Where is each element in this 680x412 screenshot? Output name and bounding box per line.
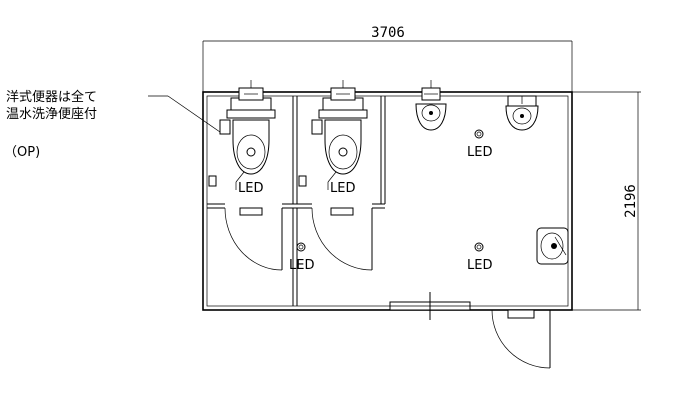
led-light-main: LED [467,242,492,273]
width-dimension: 3706 [202,25,573,92]
urinal-2 [505,95,539,131]
led-label-toilet-2: LED [330,181,355,196]
interior-partitions [207,96,386,306]
led-label-urinal-area: LED [467,145,492,160]
led-label-vestibule-1: LED [289,258,314,273]
stall-door-1 [224,207,283,271]
led-label-main: LED [467,258,492,273]
led-light-urinal-area: LED [467,129,492,160]
depth-dimension-text: 2196 [623,184,639,218]
toilet-stall-2: LED [298,80,368,196]
width-dimension-text: 3706 [371,25,405,41]
note-leader [148,95,221,133]
led-label-toilet-1: LED [238,181,263,196]
toilet-stall-1: LED [208,80,276,196]
window [389,292,471,320]
stall-door-2 [311,207,373,271]
entrance-door [491,309,551,369]
outer-walls [202,91,573,311]
note-option: （OP) [4,145,41,160]
note-line-2: 温水洗浄便座付 [6,107,98,122]
western-toilet-2 [298,80,368,187]
western-toilet-1 [208,80,276,187]
depth-dimension: 2196 [572,91,641,311]
wash-basin [536,227,569,265]
urinal-1 [415,80,447,131]
note-line-1: 洋式便器は全て [6,90,98,105]
led-light-vestibule-1: LED [289,242,314,273]
